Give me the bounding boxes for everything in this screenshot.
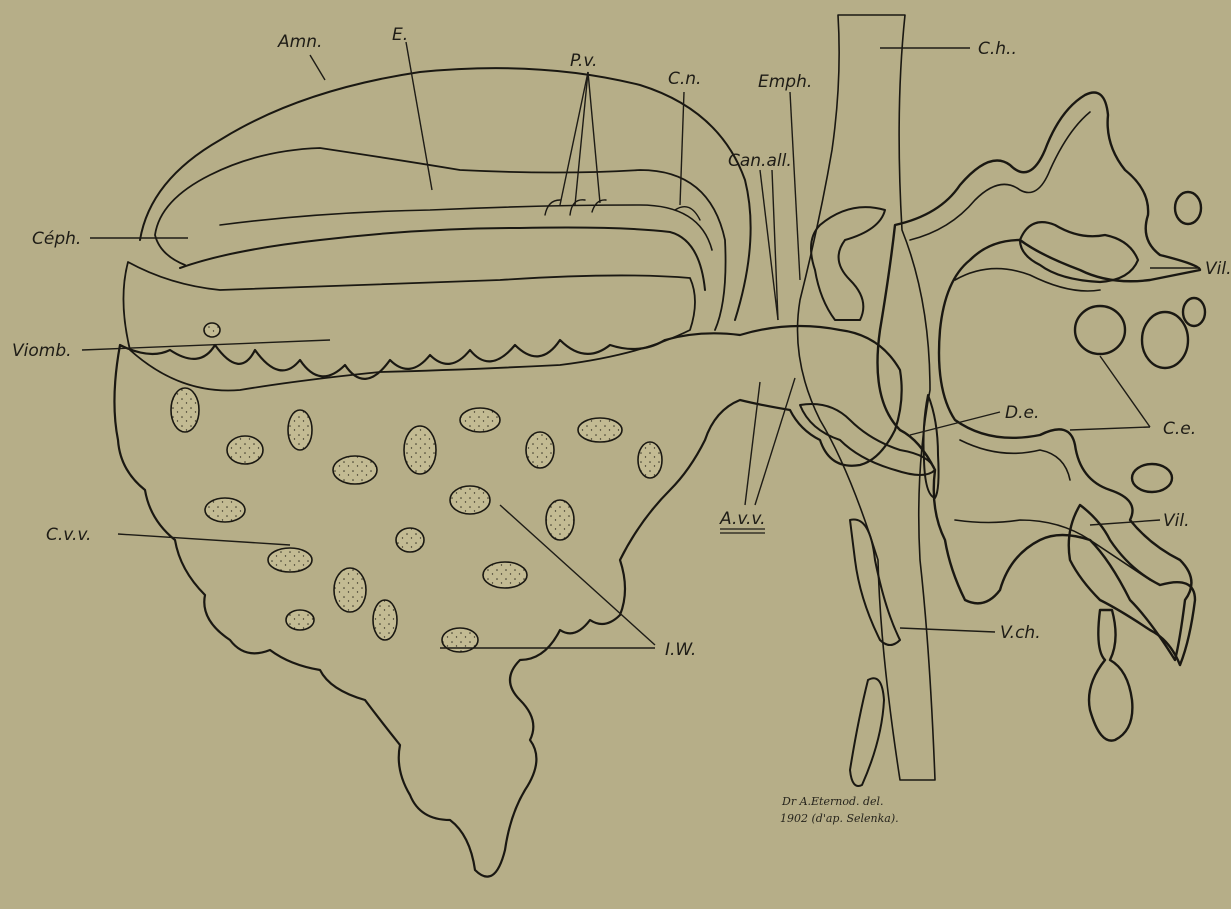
signature-line-1: Dr A.Eternod. del. xyxy=(781,795,884,808)
label-emph: Emph. xyxy=(758,72,812,92)
body-stalk xyxy=(798,15,936,780)
label-vil-bottom: Vil. xyxy=(1163,511,1189,531)
label-cn: C.n. xyxy=(668,69,701,89)
signature-line-2: 1902 (d'ap. Selenka). xyxy=(780,812,899,825)
chorion-villi xyxy=(878,93,1206,741)
artist-signature: Dr A.Eternod. del. 1902 (d'ap. Selenka). xyxy=(780,795,899,825)
label-ce: C.e. xyxy=(1163,419,1196,439)
label-cvv: C.v.v. xyxy=(46,525,91,545)
label-de: D.e. xyxy=(1005,403,1039,423)
label-vil-top: Vil. xyxy=(1205,259,1231,279)
label-amn: Amn. xyxy=(277,32,322,52)
label-canall: Can.all. xyxy=(728,151,792,171)
label-ceph: Céph. xyxy=(32,229,81,249)
label-viomb: Viomb. xyxy=(12,341,72,361)
leader-lines xyxy=(82,42,1200,648)
amnion xyxy=(140,68,751,330)
label-iw: I.W. xyxy=(665,640,696,660)
embryo-body xyxy=(180,200,712,290)
label-vch: V.ch. xyxy=(1000,623,1041,643)
label-pv: P.v. xyxy=(570,51,597,71)
label-e: E. xyxy=(392,25,408,45)
label-ch: C.h.. xyxy=(978,39,1017,59)
label-avv: A.v.v. xyxy=(719,509,766,529)
